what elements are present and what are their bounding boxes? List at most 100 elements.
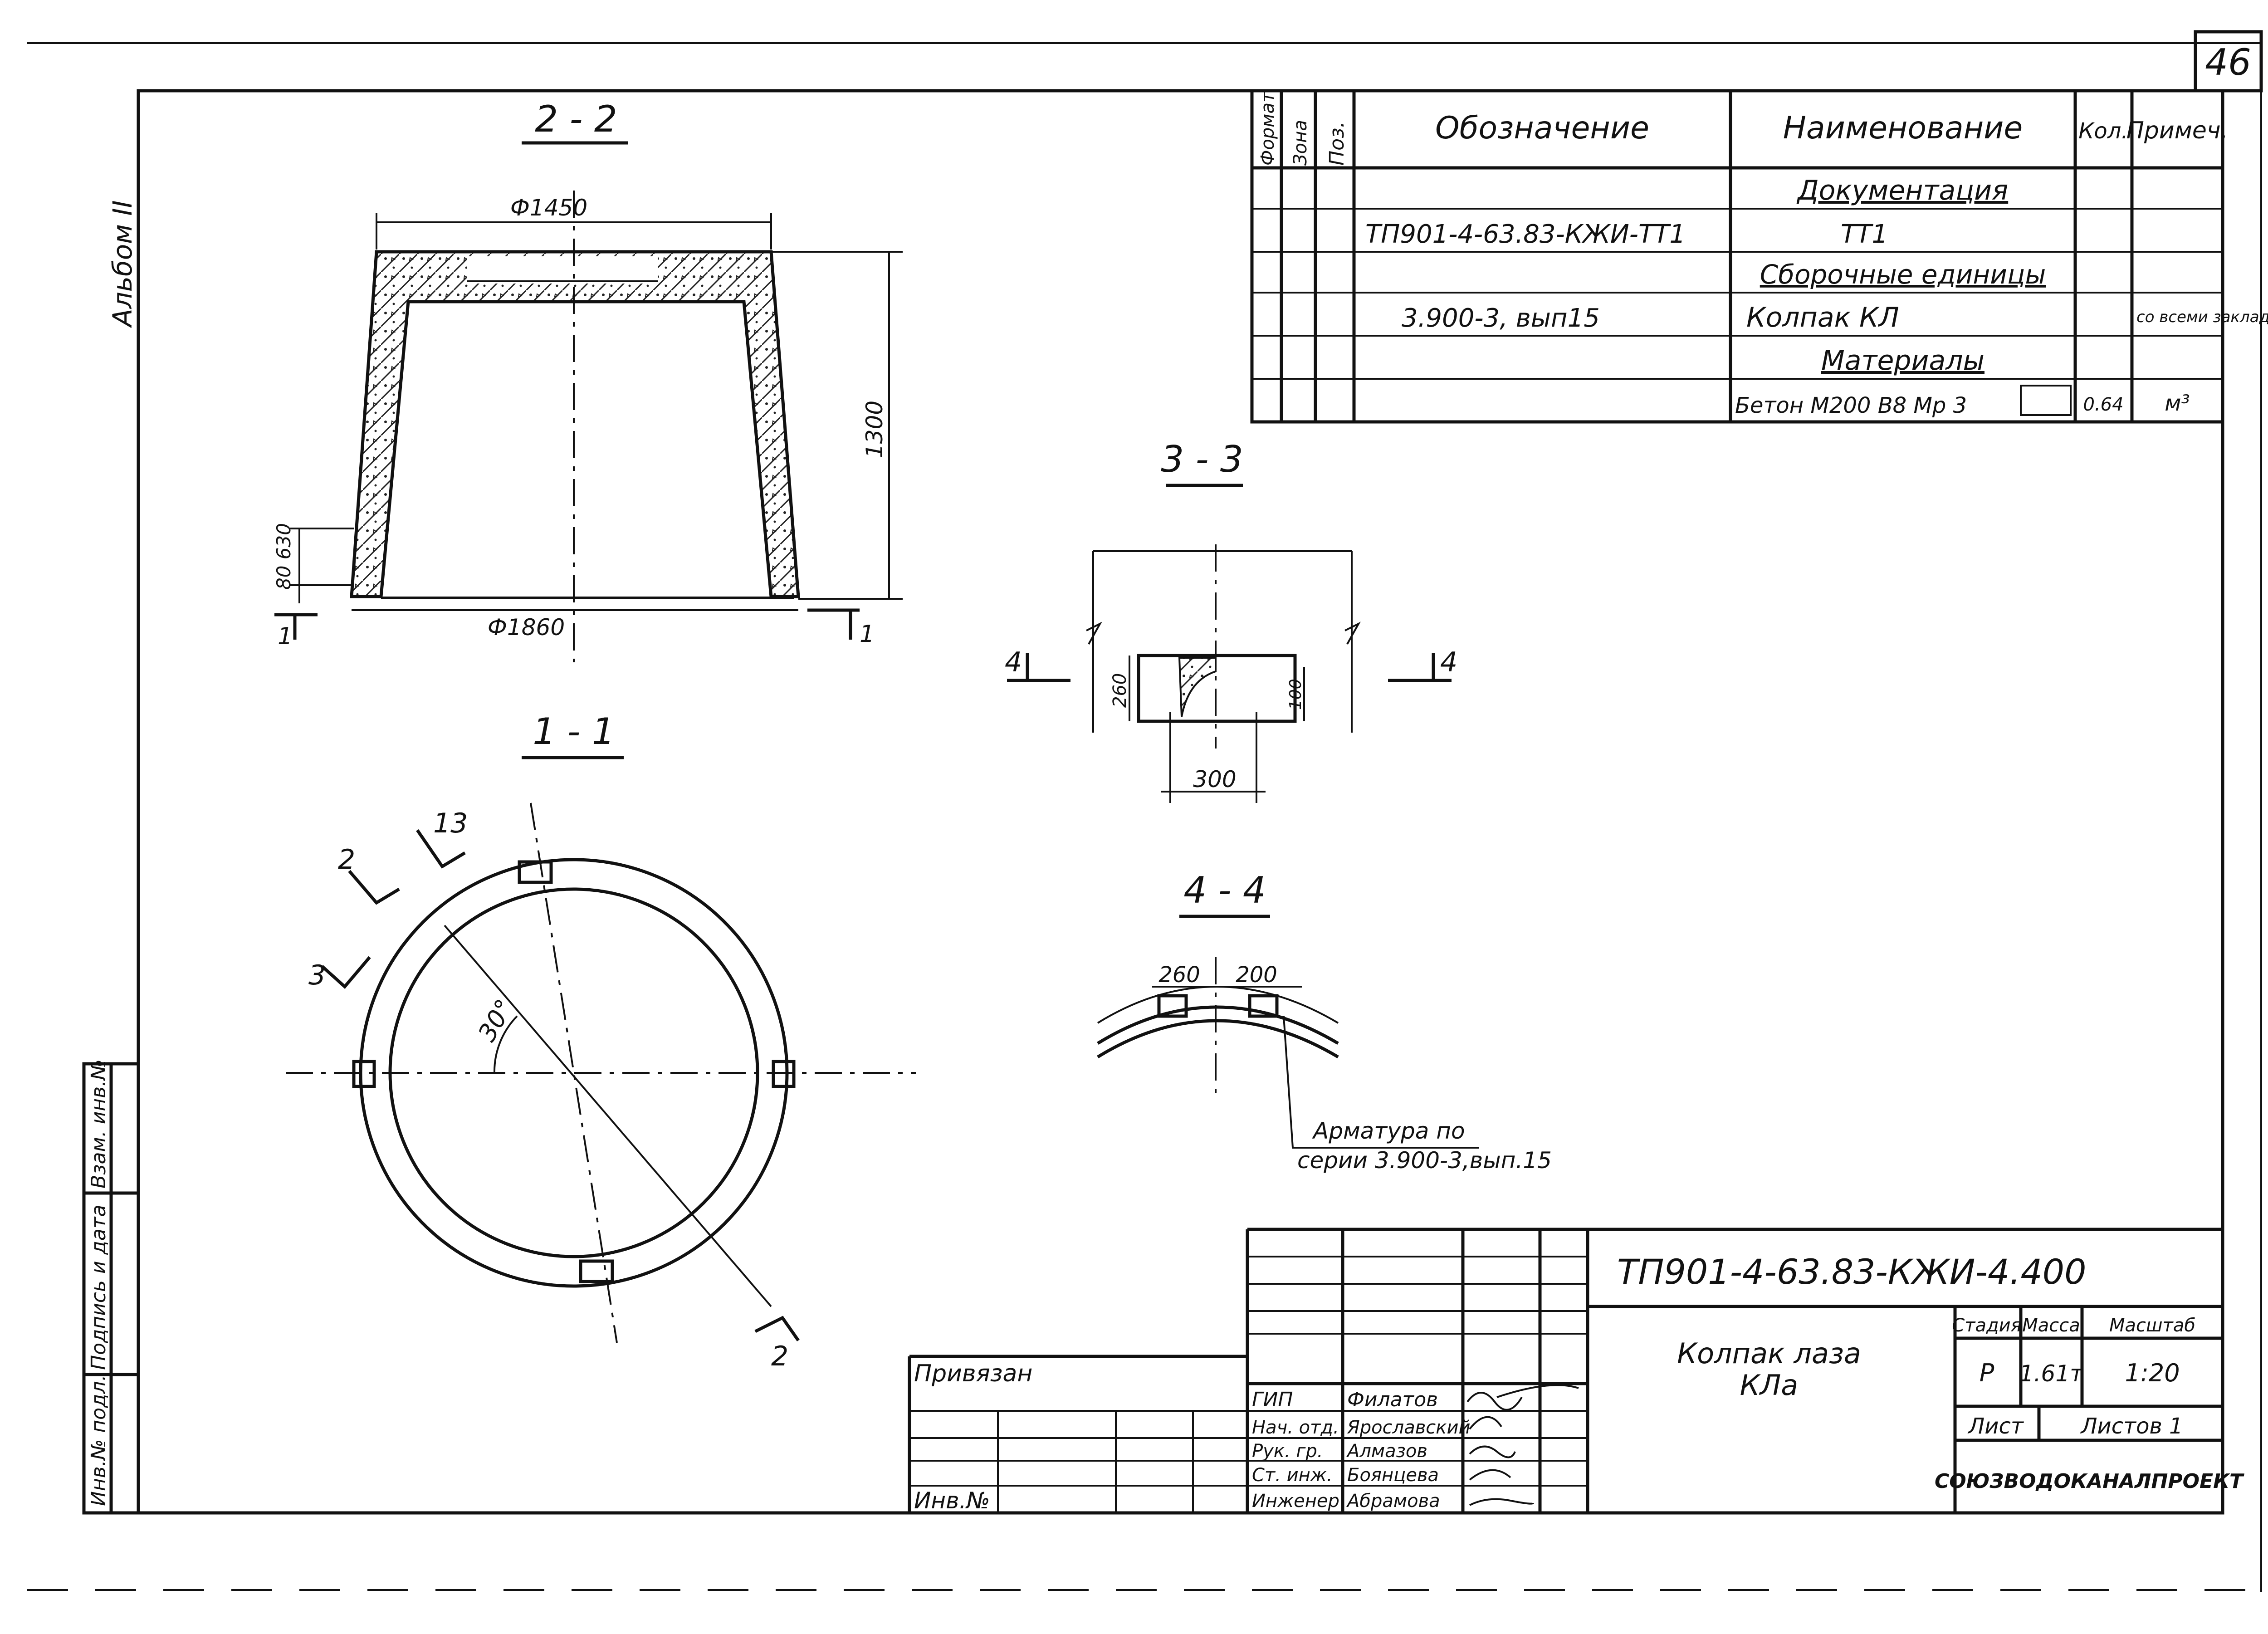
spec-header-note: Примеч.	[2126, 117, 2228, 144]
spec-row-4-name: Колпак КЛ	[1746, 302, 1899, 333]
sheets-label: Листов 1	[2080, 1414, 2183, 1439]
role-5-name: Абрамова	[1346, 1491, 1440, 1512]
dim-b-label: 200	[1236, 962, 1277, 988]
spec-row-1-name: Документация	[1796, 175, 2008, 206]
spec-row-3-name: Сборочные единицы	[1760, 259, 2046, 290]
section-4-4-label: 4 - 4	[1183, 869, 1266, 911]
cut-mark-left-label: 1	[278, 623, 293, 650]
angle-arc	[493, 1015, 518, 1073]
cut-mark-4-right-label: 4	[1440, 646, 1457, 678]
scale-header: Масштаб	[2109, 1315, 2195, 1336]
mass-header: Масса	[2022, 1315, 2080, 1336]
sheet-number: 46	[2205, 41, 2251, 83]
section-2-2-label: 2 - 2	[535, 98, 617, 140]
cut-mark-4-left-label: 4	[1005, 646, 1022, 678]
section-1-1: 1 - 1 30° 2 13 3 2	[286, 710, 916, 1372]
scale-value: 1:20	[2125, 1359, 2180, 1387]
cut-mark-left	[274, 613, 318, 640]
sheet-number-box: 46	[2194, 30, 2263, 93]
embed-b	[1248, 994, 1279, 1018]
mark-13	[416, 829, 466, 869]
arc-outer	[1097, 1005, 1339, 1045]
mark-3	[321, 956, 371, 989]
title-line-1: Колпак лаза	[1677, 1337, 1861, 1370]
spec-row-6-qty: 0.64	[2083, 394, 2123, 415]
section-3-3: 3 - 3 300 260 100 4 4	[1005, 438, 1457, 803]
drawing-frame	[137, 89, 2224, 1515]
spec-row-2-designation: ТП901-4-63.83-КЖИ-ТТ1	[1365, 220, 1686, 249]
section-3-3-label: 3 - 3	[1161, 438, 1243, 480]
role-5: Инженер	[1252, 1491, 1339, 1512]
role-2: Нач. отд.	[1252, 1417, 1339, 1438]
spec-row-6-note: м³	[2165, 391, 2190, 416]
spec-row-6-name: Бетон М200 В8 Мр 3	[1735, 393, 1967, 418]
mark-2	[348, 870, 400, 905]
cut-mark-right	[807, 608, 860, 640]
mark-2-bottom-label: 2	[771, 1340, 788, 1372]
role-2-name: Ярославский	[1347, 1417, 1470, 1438]
spec-header-format: Формат	[1257, 91, 1278, 166]
inv-label: Инв.№	[914, 1487, 990, 1514]
signatures	[1466, 1392, 1534, 1506]
embed-right	[772, 1060, 796, 1088]
dim-a-label: 260	[1158, 962, 1200, 988]
leader-line	[1283, 1016, 1479, 1149]
spec-header-pos: Поз.	[1325, 122, 1349, 166]
role-3-name: Алмазов	[1346, 1441, 1427, 1462]
cut-mark-4-right	[1388, 653, 1452, 682]
side-stamp-cell-2: Подпись и дата	[87, 1205, 110, 1370]
stage-value: Р	[1980, 1359, 1994, 1387]
linked-label: Привязан	[914, 1360, 1032, 1387]
spec-header-designation: Обозначение	[1435, 110, 1649, 146]
rebar-note-line-1: Арматура по	[1312, 1118, 1465, 1144]
tilted-axis	[530, 802, 618, 1343]
mark-2-bottom	[754, 1316, 800, 1342]
embed-plate-anchor	[1178, 657, 1217, 717]
side-stamp: Взам. инв.№ Подпись и дата Инв.№ подл.	[82, 1059, 140, 1515]
rebar-note-line-2: серии 3.900-3,вып.15	[1297, 1147, 1552, 1174]
angle-label: 30°	[473, 994, 519, 1046]
section-line-2	[444, 925, 772, 1307]
title-line-2: КЛа	[1740, 1369, 1799, 1402]
bottom-diameter-label: Ф1860	[488, 614, 565, 641]
width-label: 300	[1193, 766, 1236, 793]
height-left-label: 260	[1110, 673, 1130, 708]
role-1: ГИП	[1252, 1388, 1293, 1411]
sheet-label: Лист	[1967, 1414, 2024, 1439]
mark-3-label: 3	[308, 959, 326, 991]
role-4: Ст. инж.	[1252, 1465, 1333, 1486]
spec-row-4-designation: 3.900-3, вып15	[1402, 303, 1600, 333]
spec-header-zone: Зона	[1290, 120, 1311, 166]
spec-row-5-name: Материалы	[1821, 345, 1984, 377]
title-block: Привязан Инв.№ ГИП Филатов Нач. отд. Яро…	[908, 1228, 2244, 1514]
embed-bottom	[579, 1259, 614, 1283]
section-4-4: 4 - 4 260 200 Арматура по серии 3.900-3,…	[1097, 869, 1552, 1174]
embed-top	[518, 860, 553, 884]
spec-row-4-note: со всеми заклади.	[2136, 308, 2268, 326]
role-1-name: Филатов	[1347, 1388, 1438, 1411]
section-2-2: 2 - 2 Ф1450 Ф1860 1300 80 630 1 1	[273, 98, 903, 662]
album-label: Альбом II	[107, 200, 138, 328]
spec-row-6-box	[2020, 385, 2072, 416]
mass-value: 1.61т	[2019, 1360, 2084, 1387]
top-diameter-label: Ф1450	[510, 195, 587, 221]
section-1-1-label: 1 - 1	[533, 710, 615, 753]
role-3: Рук. гр.	[1252, 1441, 1323, 1462]
embed-left	[352, 1060, 376, 1088]
side-stamp-cell-3: Инв.№ подл.	[87, 1375, 110, 1506]
left-dims-label: 80 630	[273, 523, 295, 590]
spec-header-name: Наименование	[1783, 110, 2023, 146]
height-label: 1300	[861, 401, 888, 458]
cut-mark-right-label: 1	[860, 621, 875, 648]
embed-a	[1157, 994, 1188, 1018]
stage-header: Стадия	[1952, 1315, 2021, 1336]
drawing-code: ТП901-4-63.83-КЖИ-4.400	[1617, 1252, 2087, 1292]
height-right-label: 100	[1286, 679, 1305, 710]
arc-mid	[1097, 1019, 1339, 1059]
side-stamp-cell-1: Взам. инв.№	[87, 1059, 110, 1189]
cut-mark-4-left	[1007, 653, 1070, 682]
cone-wall	[350, 250, 800, 598]
spec-table: Формат Зона Поз. Обозначение Наименовани…	[1250, 89, 2268, 424]
